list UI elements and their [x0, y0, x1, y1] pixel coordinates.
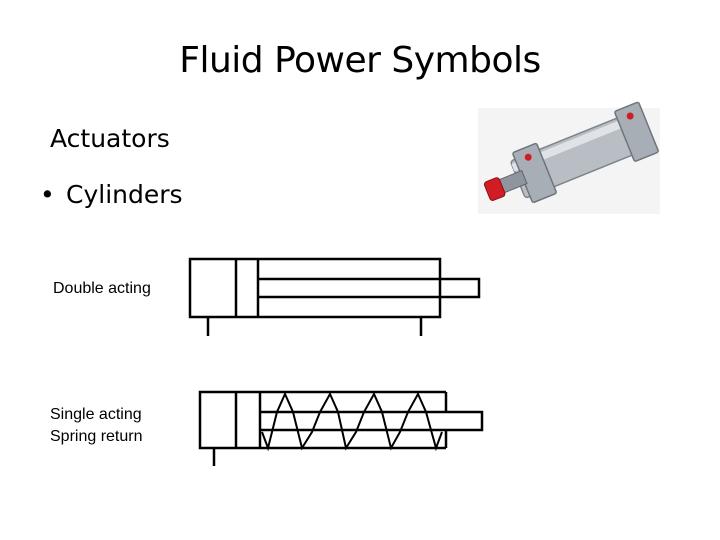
section-heading: Actuators	[50, 124, 170, 153]
cylinder-highlight	[511, 111, 645, 172]
double-cylinder-barrel	[188, 257, 442, 319]
red-port-2	[626, 112, 634, 120]
bullet-item: • Cylinders	[40, 180, 183, 209]
pneumatic-cylinder-image	[478, 101, 660, 214]
single-acting-label-line2: Spring return	[50, 428, 143, 445]
bullet-marker: •	[40, 180, 55, 209]
single-cylinder-barrel	[198, 390, 446, 450]
single-acting-label-line1: Single acting	[50, 406, 142, 423]
double-piston-rod	[258, 277, 481, 299]
double-acting-cylinder-symbol	[188, 257, 481, 336]
cylinder-end-cap-rear	[614, 101, 659, 162]
return-spring	[261, 391, 443, 452]
single-acting-cylinder-symbol	[198, 390, 484, 466]
single-piston-rod	[260, 410, 484, 432]
single-acting-label: Single acting Spring return	[50, 404, 143, 448]
rod-end-cap	[483, 177, 506, 201]
double-acting-label: Double acting	[53, 280, 151, 297]
bullet-text: Cylinders	[66, 180, 183, 209]
slide-title: Fluid Power Symbols	[179, 40, 541, 81]
red-port-1	[524, 153, 532, 161]
